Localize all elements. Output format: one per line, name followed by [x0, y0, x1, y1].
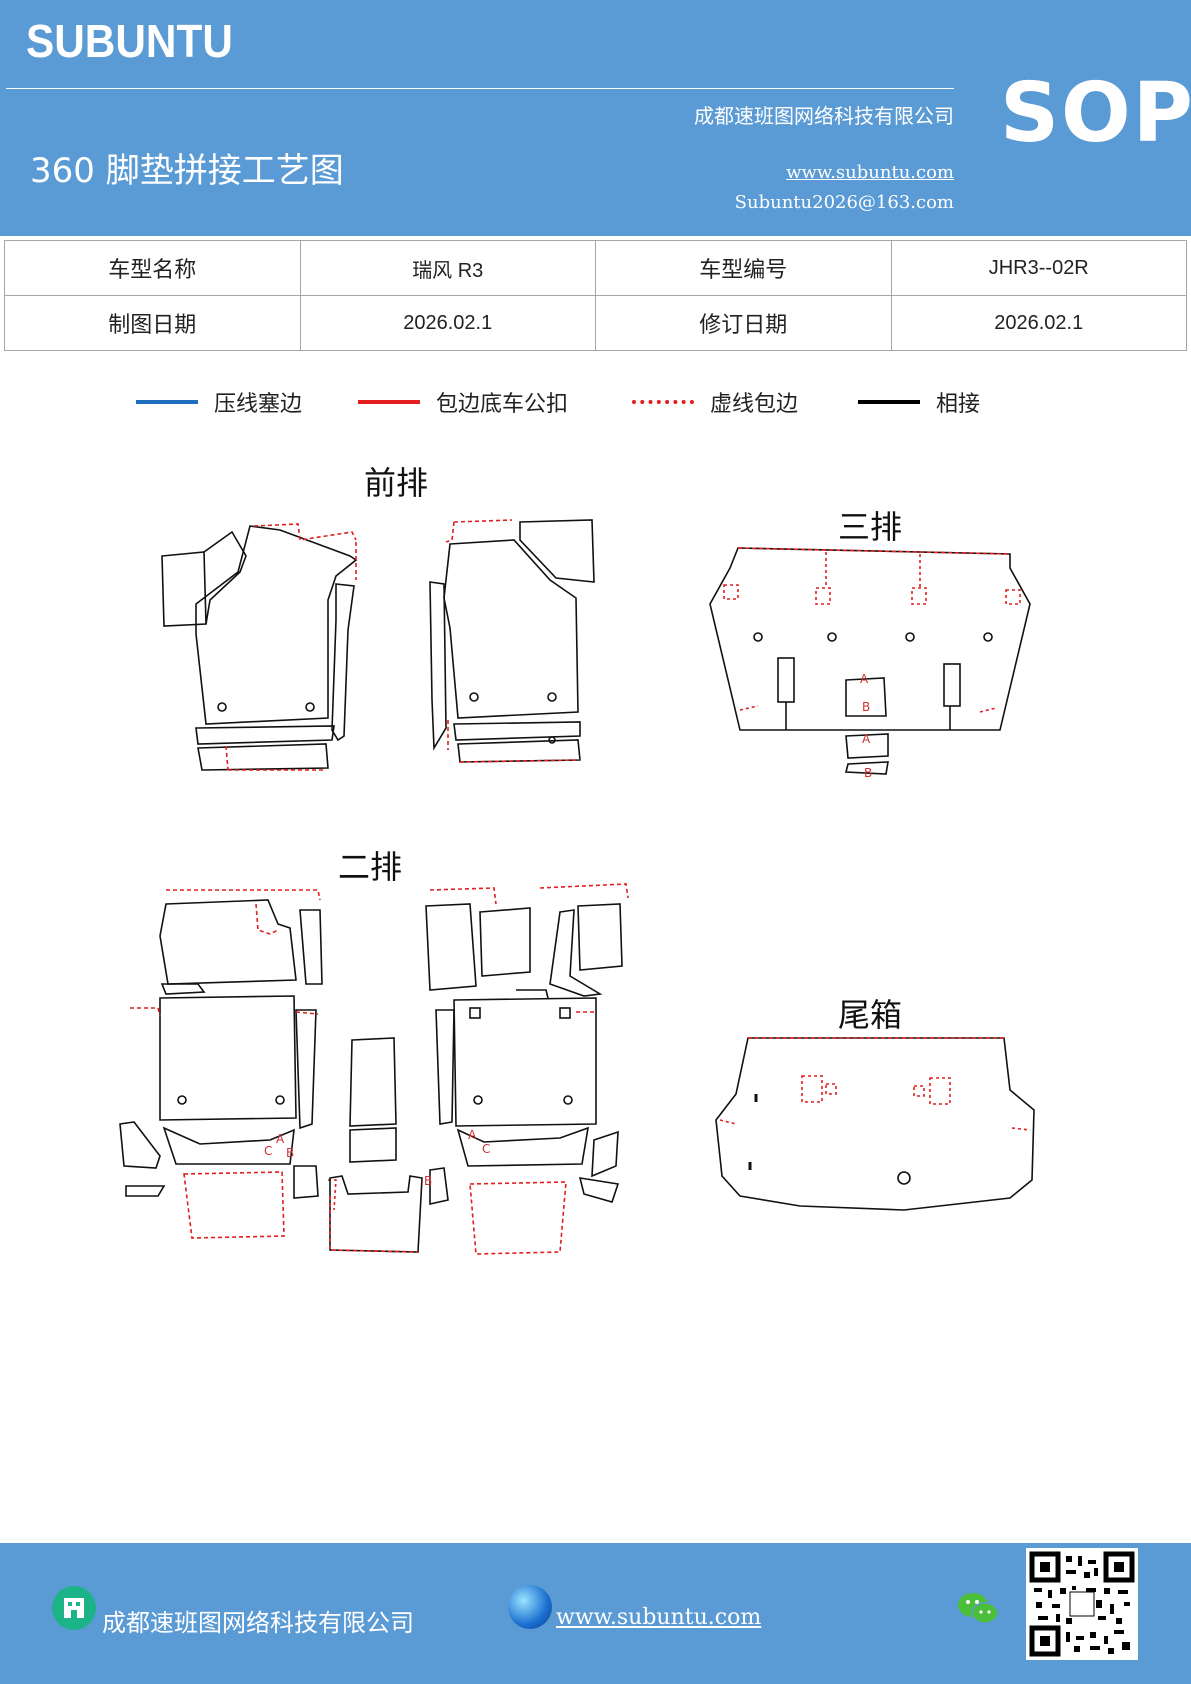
piece-label: A	[276, 1132, 285, 1146]
brand-logo: SUBUNTU	[26, 15, 233, 67]
legend-item: 虚线包边	[632, 386, 798, 418]
red-dotted-swatch	[632, 400, 694, 404]
building-icon	[52, 1586, 96, 1630]
line-legend: 压线塞边 包边底车公扣 虚线包边 相接	[0, 386, 1191, 426]
section-title-front: 前排	[364, 464, 429, 502]
legend-item: 相接	[858, 386, 980, 418]
section-title-second-row: 二排	[338, 848, 403, 886]
piece-label: A	[862, 732, 871, 746]
second-row-mats	[119, 883, 629, 1255]
footer-banner: 成都速班图网络科技有限公司 www.subuntu.com	[0, 1543, 1191, 1684]
label-draw-date: 制图日期	[4, 295, 301, 351]
piece-label: C	[482, 1142, 491, 1156]
piece-label: A	[860, 672, 869, 686]
sop-label: SOP	[1000, 66, 1191, 161]
legend-label: 虚线包边	[710, 392, 799, 417]
value-model-code: JHR3--02R	[890, 240, 1187, 296]
company-name: 成都速班图网络科技有限公司	[694, 104, 954, 128]
footer-website-link[interactable]: www.subuntu.com	[556, 1605, 762, 1630]
third-row-mat	[709, 547, 1031, 775]
piece-label: A	[468, 1128, 477, 1142]
legend-label: 包边底车公扣	[436, 392, 569, 417]
document-title: 360 脚垫拼接工艺图	[30, 151, 344, 191]
legend-item: 包边底车公扣	[358, 386, 568, 418]
piece-label: B	[286, 1146, 295, 1160]
header-divider	[6, 88, 954, 89]
vehicle-info-table: 车型名称 瑞风 R3 车型编号 JHR3--02R 制图日期 2026.02.1…	[4, 240, 1187, 351]
value-model-name: 瑞风 R3	[299, 240, 596, 296]
table-row: 制图日期 2026.02.1 修订日期 2026.02.1	[4, 295, 1187, 351]
label-model-name: 车型名称	[4, 240, 301, 296]
label-revise-date: 修订日期	[595, 295, 892, 351]
footer-company-name: 成都速班图网络科技有限公司	[102, 1609, 414, 1637]
globe-icon	[508, 1585, 552, 1629]
website-link[interactable]: www.subuntu.com	[786, 162, 954, 183]
section-title-third-row: 三排	[838, 508, 903, 546]
red-line-swatch	[358, 400, 420, 404]
label-model-code: 车型编号	[595, 240, 892, 296]
front-row-mats	[161, 519, 595, 771]
piece-label: B	[862, 700, 871, 714]
black-line-swatch	[858, 400, 920, 404]
section-title-trunk: 尾箱	[838, 996, 903, 1034]
trunk-mat	[715, 1037, 1035, 1211]
wechat-icon[interactable]	[956, 1589, 1000, 1629]
floor-mat-diagram	[119, 519, 1035, 1255]
piece-label: B	[864, 766, 873, 780]
legend-label: 压线塞边	[214, 392, 303, 417]
email-address[interactable]: Subuntu2026@163.com	[734, 192, 954, 213]
qr-code[interactable]	[1026, 1548, 1138, 1660]
value-draw-date: 2026.02.1	[299, 295, 596, 351]
legend-label: 相接	[936, 392, 981, 417]
piece-label: B	[424, 1174, 433, 1188]
table-row: 车型名称 瑞风 R3 车型编号 JHR3--02R	[4, 240, 1187, 296]
blue-line-swatch	[136, 400, 198, 404]
value-revise-date: 2026.02.1	[890, 295, 1187, 351]
legend-item: 压线塞边	[136, 386, 302, 418]
header-banner: SUBUNTU 成都速班图网络科技有限公司 360 脚垫拼接工艺图 www.su…	[0, 0, 1191, 236]
piece-label: C	[264, 1144, 273, 1158]
